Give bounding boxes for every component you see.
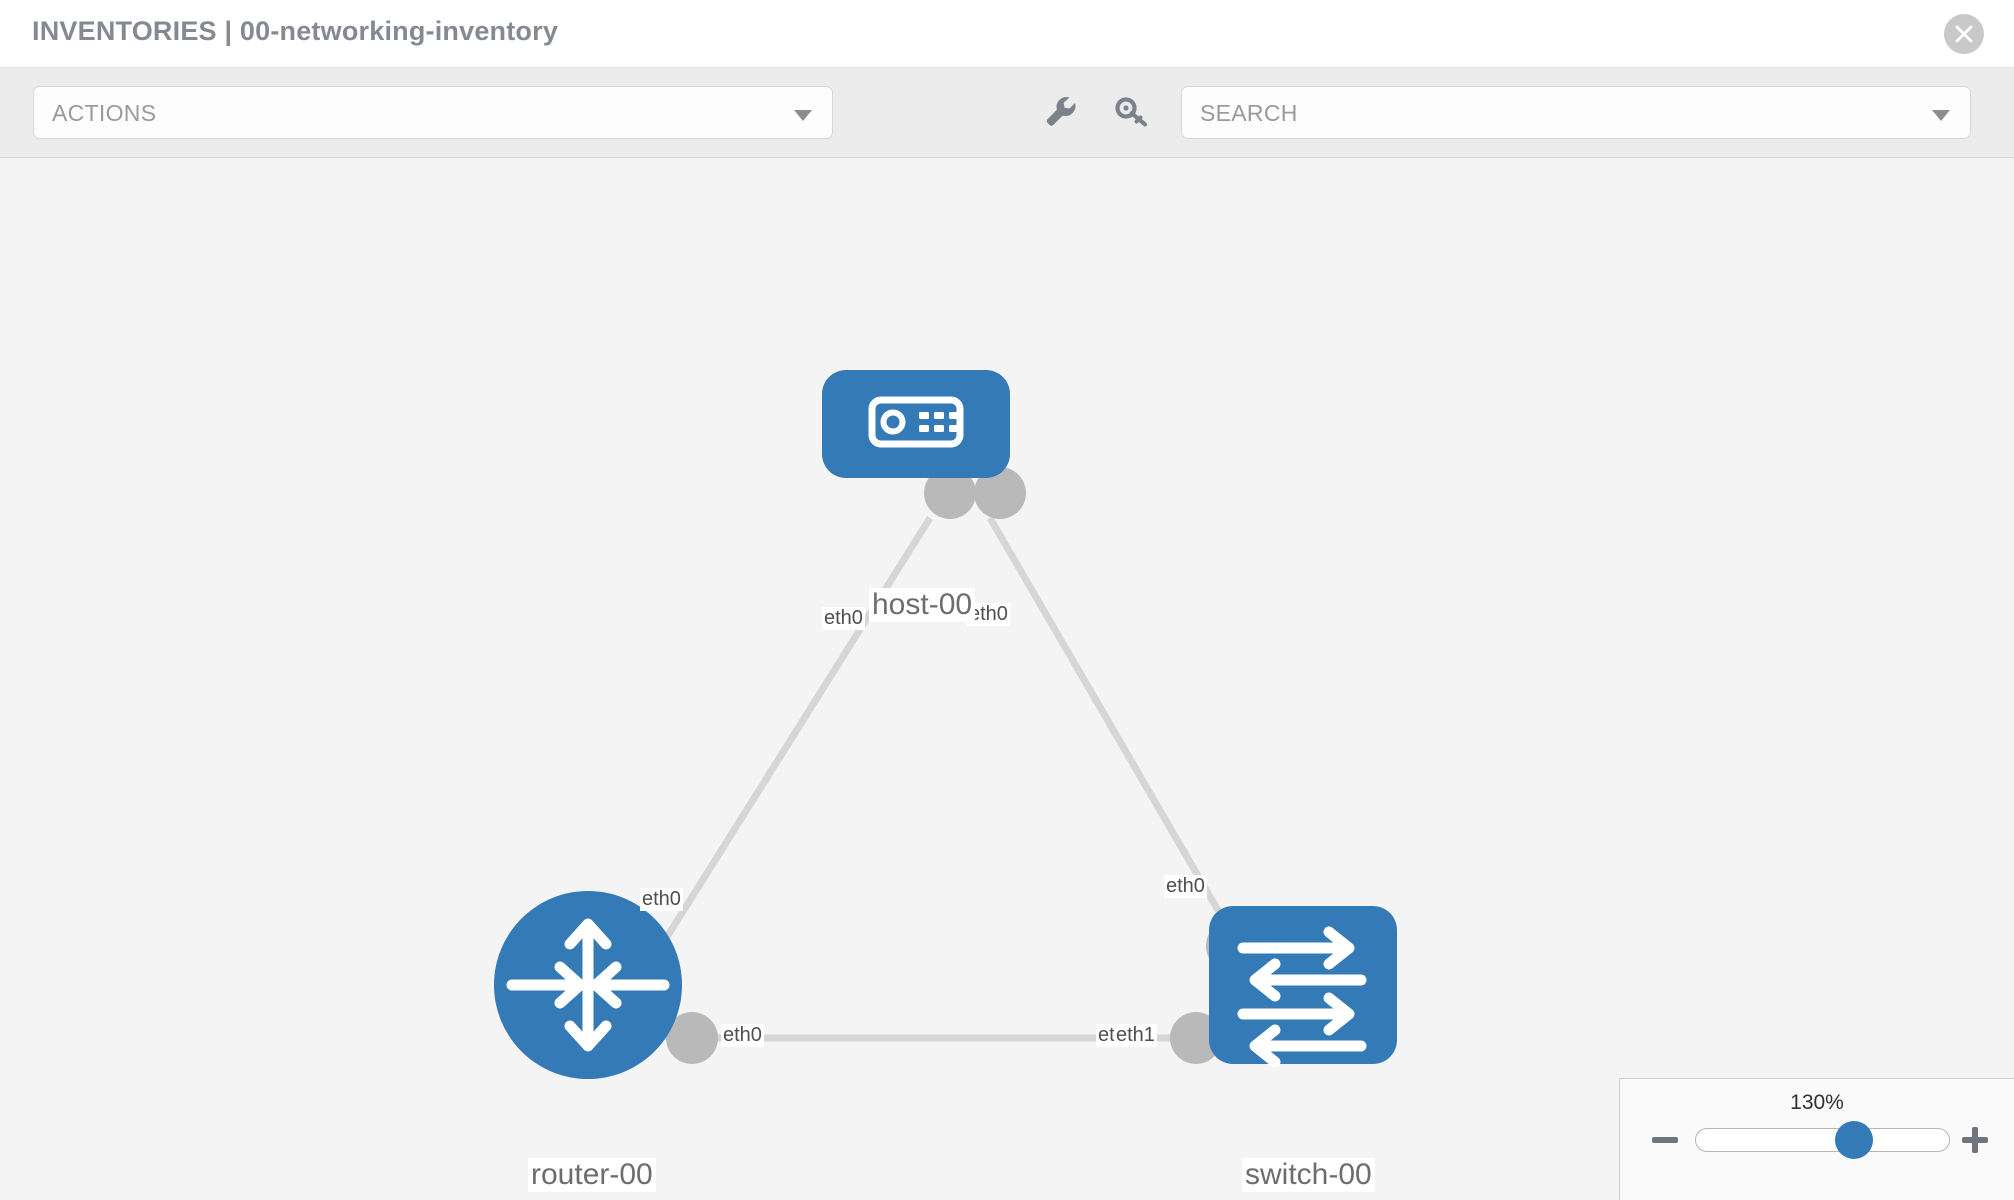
topology-graph [494, 370, 1397, 1079]
iface-label: eth0 [967, 603, 1010, 626]
plus-icon[interactable] [1958, 1123, 1992, 1157]
close-icon[interactable] [1944, 14, 1984, 54]
switch-icon [1237, 926, 1367, 1068]
node-label-router: router-00 [528, 1158, 656, 1192]
topology-canvas[interactable]: eth0 eth0 eth0 eth0 eth0 eth eth1 host-0… [0, 158, 2014, 1200]
port-router-eth0-right [666, 1012, 718, 1064]
toolbar: ACTIONS SEARCH [0, 68, 2014, 158]
chevron-down-icon [1932, 110, 1950, 121]
iface-label: eth0 [640, 888, 683, 911]
iface-label: eth0 [1164, 875, 1207, 898]
iface-label: eth0 [822, 607, 865, 630]
link-host-router [657, 516, 933, 950]
node-host-00 [822, 370, 1010, 478]
wrench-icon[interactable] [1038, 90, 1082, 134]
server-icon [868, 396, 964, 448]
node-label-switch: switch-00 [1242, 1158, 1375, 1192]
actions-dropdown[interactable]: ACTIONS [33, 86, 833, 139]
minus-icon[interactable] [1648, 1123, 1682, 1157]
chevron-down-icon [794, 110, 812, 121]
zoom-slider[interactable] [1695, 1121, 1950, 1159]
port-host-eth0-left [924, 467, 976, 519]
router-icon [506, 918, 670, 1052]
zoom-control-panel: 130% [1619, 1078, 2014, 1200]
page-title: INVENTORIES | 00-networking-inventory [32, 16, 559, 46]
iface-label: eth1 [1114, 1024, 1157, 1047]
search-placeholder: SEARCH [1200, 100, 1298, 126]
actions-dropdown-label: ACTIONS [52, 100, 157, 126]
node-label-host: host-00 [869, 588, 976, 622]
key-icon[interactable] [1110, 90, 1154, 134]
node-router-00 [494, 891, 682, 1079]
iface-label: eth0 [721, 1024, 764, 1047]
zoom-slider-thumb[interactable] [1835, 1121, 1874, 1159]
search-input[interactable]: SEARCH [1181, 86, 1971, 139]
node-switch-00 [1209, 906, 1397, 1068]
page-header: INVENTORIES | 00-networking-inventory [0, 0, 2014, 68]
zoom-level-value: 130% [1790, 1091, 1844, 1114]
port-host-eth0-right [974, 467, 1026, 519]
